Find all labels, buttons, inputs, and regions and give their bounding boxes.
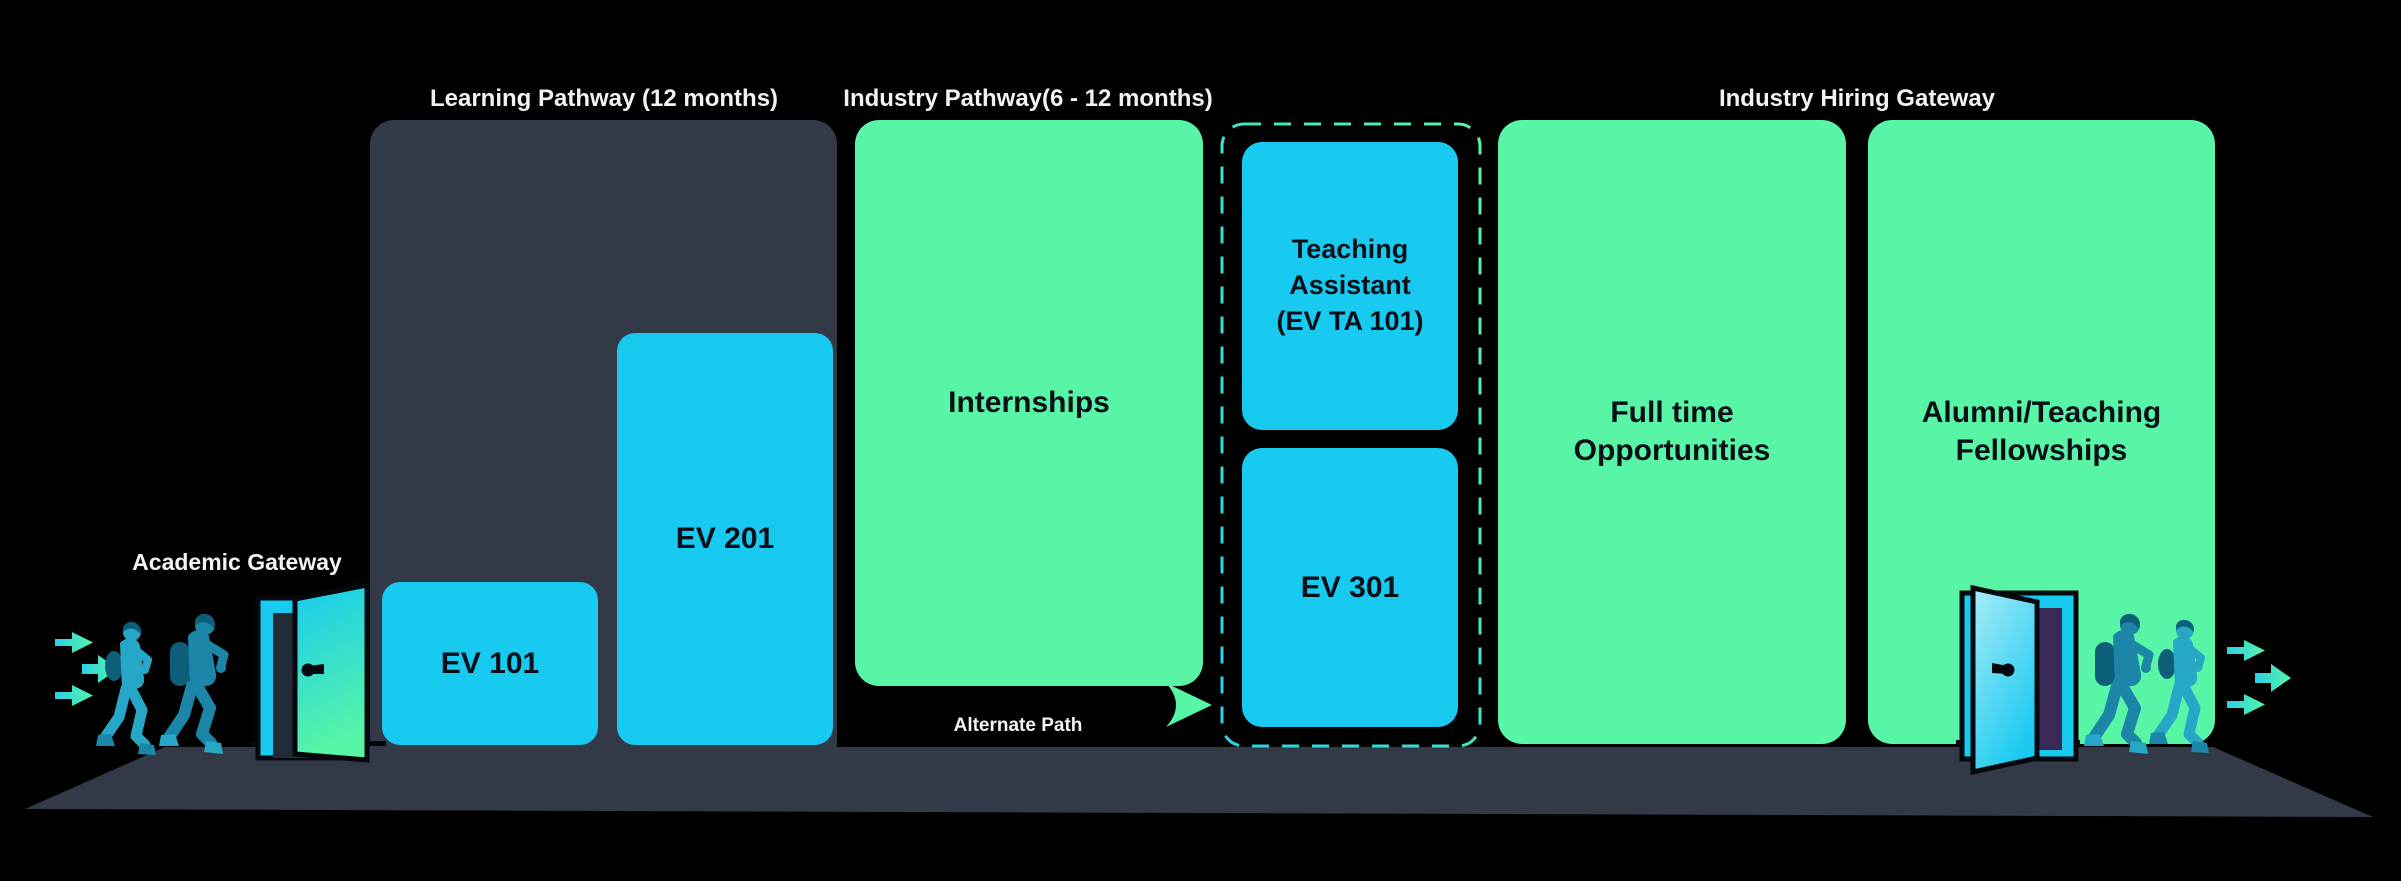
arrows-right-icon <box>2227 640 2291 715</box>
alternate-path-arrowhead-icon <box>1166 683 1212 727</box>
node-ev301-label: EV 301 <box>1300 570 1400 604</box>
title-industry-hiring-gateway: Industry Hiring Gateway <box>1718 85 1996 112</box>
node-ev201: EV 201 <box>617 333 833 745</box>
academic-gateway-illustration <box>55 581 386 763</box>
students-walking-illustration <box>2084 614 2209 754</box>
title-learning-pathway: Learning Pathway (12 months) <box>429 85 779 112</box>
node-internships: Internships <box>855 120 1203 686</box>
node-ta-line1: Teaching <box>1291 234 1409 265</box>
node-teaching-assistant: Teaching Assistant (EV TA 101) <box>1242 142 1458 430</box>
node-ev201-label: EV 201 <box>675 522 775 555</box>
node-fulltime-line1: Full time <box>1610 395 1734 429</box>
alternate-group-outline <box>1220 122 1482 748</box>
keyhole-icon <box>1992 663 2015 677</box>
node-alumni-line1: Alumni/Teaching <box>1921 395 2162 429</box>
node-ta-line3: (EV TA 101) <box>1276 305 1424 336</box>
node-ev301: EV 301 <box>1242 448 1458 727</box>
label-academic-gateway: Academic Gateway <box>132 549 342 575</box>
node-internships-label: Internships <box>948 386 1110 419</box>
node-alumni-line2: Fellowships <box>1955 434 2128 467</box>
students-walking-illustration <box>96 614 226 755</box>
open-door-icon <box>1956 584 2080 776</box>
title-industry-pathway: Industry Pathway(6 - 12 months) <box>843 85 1213 112</box>
industry-gateway-illustration <box>1956 584 2291 776</box>
label-alternate-path: Alternate Path <box>953 715 1083 736</box>
node-ev101-label: EV 101 <box>440 646 540 680</box>
node-ev101: EV 101 <box>382 582 598 745</box>
open-door-icon <box>250 581 386 763</box>
node-fulltime-line2: Opportunities <box>1573 434 1771 467</box>
node-ta-line2: Assistant <box>1289 270 1411 301</box>
keyhole-icon <box>301 663 324 677</box>
node-full-time-opportunities: Full time Opportunities <box>1498 120 1846 744</box>
